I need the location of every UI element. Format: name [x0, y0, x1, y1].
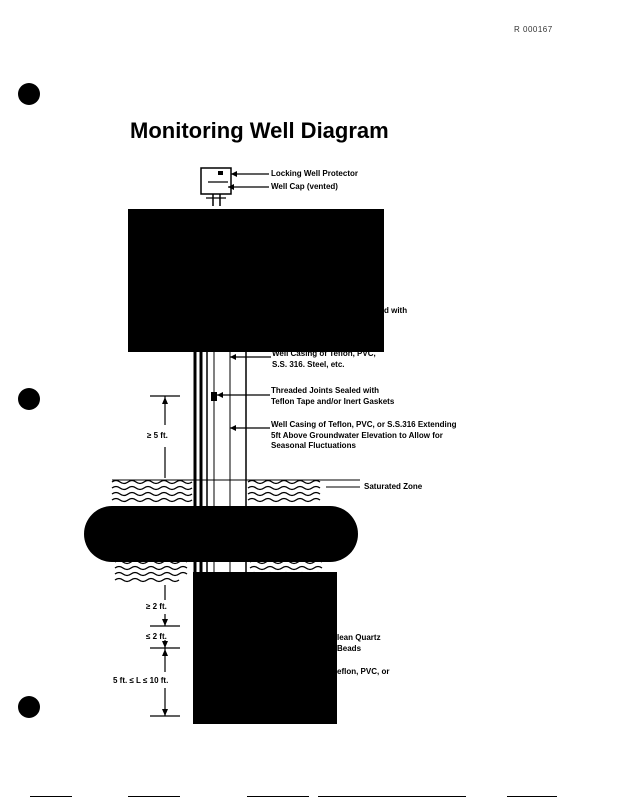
- redaction-block-oval: [84, 506, 358, 562]
- dimension-label-seal-min: ≥ 2 ft.: [146, 602, 167, 611]
- label-well-casing-line2: S.S. 316. Steel, etc.: [272, 359, 345, 369]
- label-quartz-sand-line1: lean Quartz: [337, 633, 381, 642]
- label-partial-sealed: d with: [384, 306, 408, 315]
- locking-well-protector-icon: [200, 167, 232, 206]
- label-quartz-sand: lean Quartz Beads: [337, 633, 381, 654]
- redaction-block-lower: [193, 572, 337, 724]
- footer-line-1: [30, 796, 72, 797]
- binder-hole-middle: [18, 388, 40, 410]
- label-threaded-joints-line1: Threaded Joints Sealed with: [271, 386, 380, 395]
- label-casing-extension-line1: Well Casing of Teflon, PVC, or S.S.316 E…: [271, 420, 457, 429]
- label-saturated-zone: Saturated Zone: [364, 482, 423, 491]
- document-id: R 000167: [514, 25, 553, 34]
- label-well-cap: Well Cap (vented): [271, 182, 338, 191]
- dimension-label-seal-max: ≤ 2 ft.: [146, 632, 167, 641]
- label-threaded-joints: Threaded Joints Sealed with Teflon Tape …: [271, 386, 394, 407]
- footer-line-5: [507, 796, 557, 797]
- dimension-label-screen-length: 5 ft. ≤ L ≤ 10 ft.: [113, 676, 169, 685]
- binder-hole-bottom: [18, 696, 40, 718]
- footer-line-3: [247, 796, 309, 797]
- label-casing-extension-line3: Seasonal Fluctuations: [271, 441, 356, 450]
- label-casing-extension: Well Casing of Teflon, PVC, or S.S.316 E…: [271, 420, 457, 452]
- label-locking-well-protector: Locking Well Protector: [271, 169, 358, 178]
- footer-line-4: [318, 796, 466, 797]
- binder-hole-top: [18, 83, 40, 105]
- dimension-label-above-water: ≥ 5 ft.: [147, 431, 168, 440]
- label-screen-material: eflon, PVC, or: [337, 667, 390, 676]
- label-well-casing: Well Casing of Teflon, PVC, S.S. 316. St…: [272, 349, 376, 370]
- page-title: Monitoring Well Diagram: [130, 118, 389, 143]
- redaction-block-upper: [128, 209, 384, 352]
- footer-line-2: [128, 796, 180, 797]
- label-threaded-joints-line2: Teflon Tape and/or Inert Gaskets: [271, 396, 395, 406]
- label-quartz-sand-line2: Beads: [337, 643, 362, 653]
- label-well-casing-line1: Well Casing of Teflon, PVC,: [272, 349, 376, 358]
- label-casing-extension-line2: 5ft Above Groundwater Elevation to Allow…: [271, 430, 443, 440]
